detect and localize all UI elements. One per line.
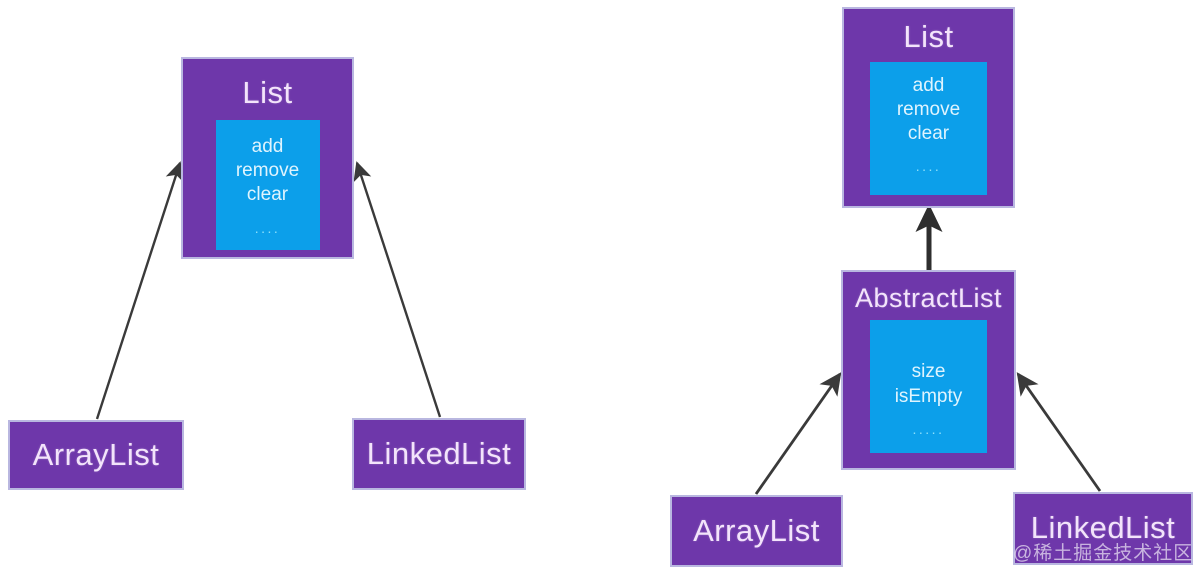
member-item: remove [235,159,300,181]
arrow-arraylist-to-list [95,161,184,420]
arrow-linkedlist-to-list [353,161,442,418]
member-item: clear [246,184,289,206]
member-item: size [911,361,946,383]
class-title: List [242,75,293,110]
arrow-right-arraylist-to-abstractlist [754,372,842,495]
member-ellipsis: ..... [912,420,945,437]
arrow-right-linkedlist-to-abstractlist [1016,372,1102,492]
class-title: LinkedList [1030,510,1176,546]
class-title: LinkedList [366,435,512,471]
class-box-abstractlist[interactable]: AbstractList size isEmpty ..... [841,270,1016,470]
class-box-linkedlist-left[interactable]: LinkedList [352,418,526,490]
class-box-arraylist-right[interactable]: ArrayList [670,495,843,567]
member-ellipsis: .... [915,158,942,175]
member-ellipsis: .... [254,220,281,237]
member-item: clear [907,123,950,145]
member-list: add remove clear .... [870,61,987,195]
member-list: add remove clear .... [215,119,320,250]
member-item: remove [896,98,961,120]
class-box-list-left[interactable]: List add remove clear .... [181,57,354,259]
member-list: size isEmpty ..... [870,320,987,454]
class-box-list-right[interactable]: List add remove clear .... [842,7,1015,208]
member-item: add [912,74,945,96]
class-title: ArrayList [693,512,820,548]
class-title: List [903,19,954,54]
class-box-linkedlist-right[interactable]: LinkedList [1013,492,1193,565]
member-item: isEmpty [894,385,963,407]
class-box-arraylist-left[interactable]: ArrayList [8,420,184,490]
class-title: ArrayList [32,436,160,472]
class-title: AbstractList [854,283,1003,313]
member-item: add [251,135,284,157]
